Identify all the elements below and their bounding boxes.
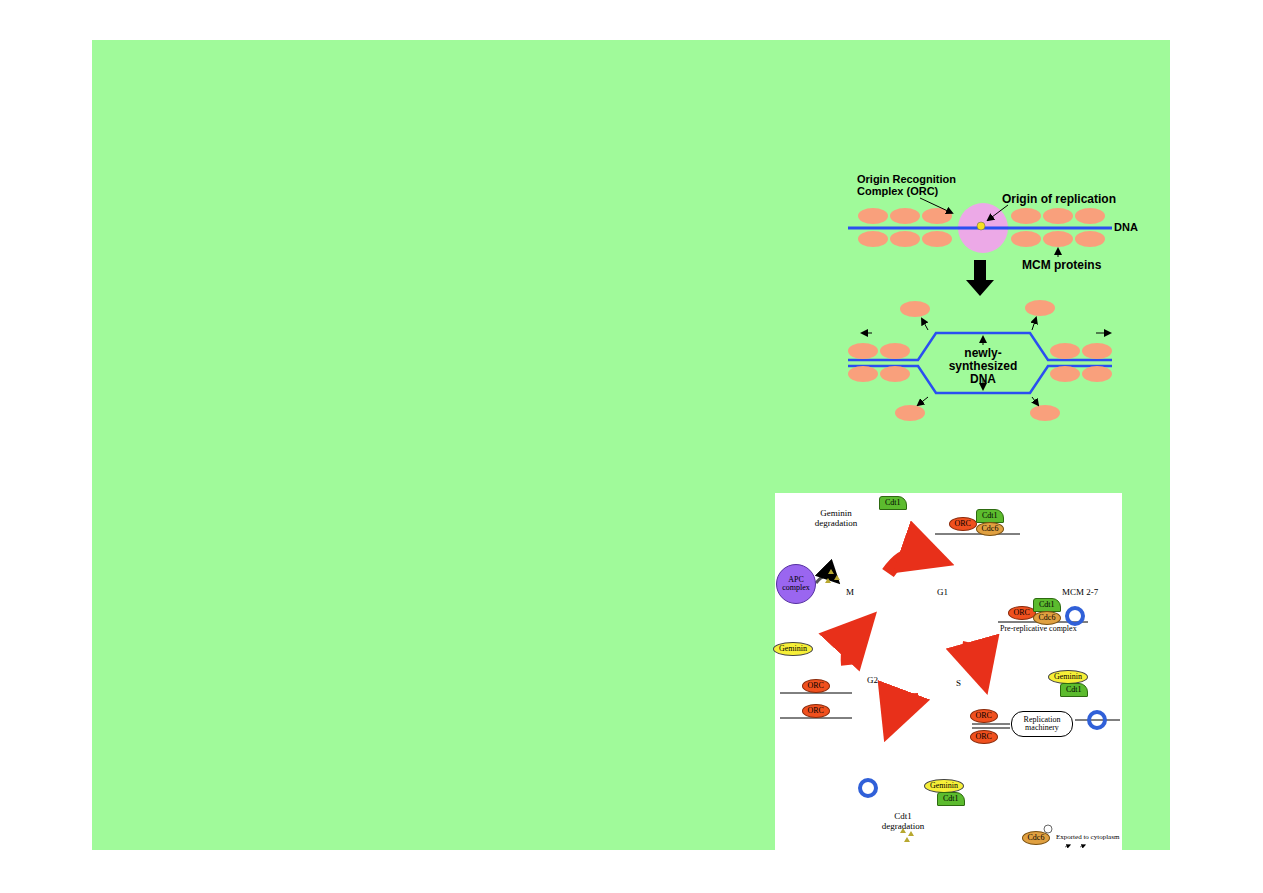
node-text: ORC <box>808 707 824 715</box>
cdt1-protein: Cdt1 <box>976 509 1004 523</box>
label-text: G2 <box>867 676 878 686</box>
node-text: Geminin <box>1054 673 1082 681</box>
cdc6-protein: Cdc6 <box>1022 831 1051 845</box>
cdt1-protein: Cdt1 <box>879 496 907 510</box>
node-text: Replication machinery <box>1018 716 1066 733</box>
node-text: Cdc6 <box>982 525 999 533</box>
node-text: Geminin <box>779 645 807 653</box>
geminin-protein: Geminin <box>924 779 964 793</box>
label-text: Origin of replication <box>1002 193 1116 206</box>
node-text: Cdc6 <box>1028 834 1045 842</box>
label-text: Geminin degradation <box>808 509 864 529</box>
orc-protein: ORC <box>949 517 977 531</box>
label-text: M <box>846 588 854 598</box>
label-text: G1 <box>937 588 948 598</box>
label-text: MCM 2-7 <box>1062 588 1098 598</box>
label-text: newly-synthesized DNA <box>935 347 1031 387</box>
orc-protein: ORC <box>1008 606 1036 620</box>
node-text: Cdt1 <box>943 795 959 803</box>
label-text: Origin Recognition Complex (ORC) <box>857 173 977 197</box>
slide-background <box>92 40 1170 850</box>
label-text: Exported to cytoplasm <box>1056 834 1119 842</box>
node-text: APC complex <box>779 576 813 593</box>
node-text: Cdt1 <box>1039 601 1055 609</box>
orc-protein: ORC <box>970 709 998 723</box>
orc-protein: ORC <box>802 679 830 693</box>
replication-machinery: Replication machinery <box>1011 711 1073 738</box>
geminin-protein: Geminin <box>773 642 813 656</box>
node-text: ORC <box>808 682 824 690</box>
orc-protein: ORC <box>970 730 998 744</box>
cycle-panel <box>775 493 1122 850</box>
cdc6-protein: Cdc6 <box>1033 611 1062 625</box>
node-text: Cdt1 <box>982 512 998 520</box>
node-text: ORC <box>955 520 971 528</box>
node-text: Cdt1 <box>885 499 901 507</box>
dna-origin-figure <box>848 198 1112 421</box>
orc-protein: ORC <box>802 704 830 718</box>
cdt1-protein: Cdt1 <box>937 792 965 806</box>
label-text: S <box>956 679 961 689</box>
node-text: Cdc6 <box>1039 614 1056 622</box>
node-text: ORC <box>1014 609 1030 617</box>
node-text: ORC <box>976 733 992 741</box>
node-text: Cdt1 <box>1066 686 1082 694</box>
label-text: DNA <box>1114 221 1138 233</box>
label-text: MCM proteins <box>1022 259 1101 272</box>
label-text: Pre-replicative complex <box>1000 625 1077 634</box>
cdc6-protein: Cdc6 <box>976 522 1005 536</box>
cell-cycle-figure <box>780 534 1120 847</box>
node-text: ORC <box>976 712 992 720</box>
geminin-protein: Geminin <box>1048 670 1088 684</box>
cdt1-protein: Cdt1 <box>1033 598 1061 612</box>
label-text: Cdt1 degradation <box>872 812 934 832</box>
node-text: Geminin <box>930 782 958 790</box>
apc-complex: APC complex <box>776 564 816 604</box>
cdt1-protein: Cdt1 <box>1060 683 1088 697</box>
